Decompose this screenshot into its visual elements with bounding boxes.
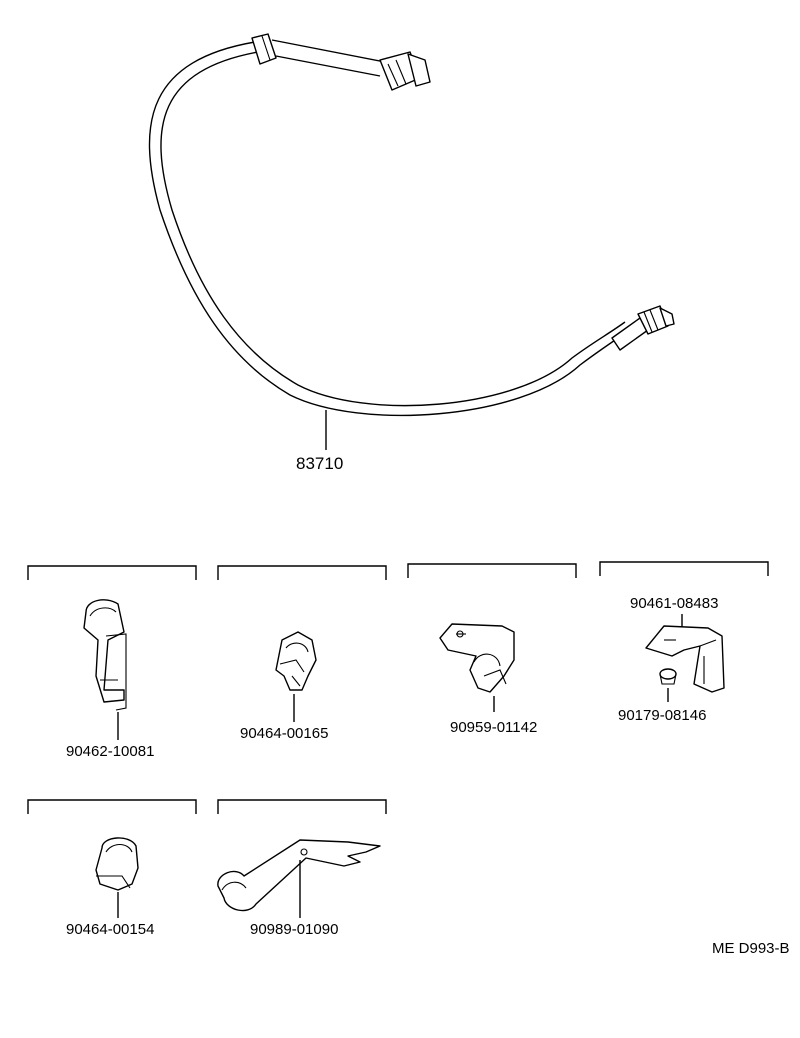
clamp-2-label: 90464-00165 [240,725,328,742]
clamp-1-label: 90462-10081 [66,743,154,760]
clamp-2-drawing [275,631,317,722]
clamp-4a-label: 90461-08483 [630,595,718,612]
drawing-code: ME D993-B [712,940,790,957]
cable-part-label: 83710 [296,454,343,473]
clamp-6-drawing [217,839,381,918]
clamp-4b-label: 90179-08146 [618,707,706,724]
group-brackets-row2 [27,799,387,814]
clamp-1-drawing [83,599,127,740]
clamp-6-label: 90989-01090 [250,921,338,938]
group-brackets-row1 [27,561,769,580]
speedometer-cable [148,33,675,450]
clamp-5-label: 90464-00154 [66,921,154,938]
clamp-3-drawing [439,623,515,712]
clamp-4-drawing [645,614,725,702]
clamp-3-label: 90959-01142 [450,719,537,736]
clamp-5-drawing [95,837,139,918]
